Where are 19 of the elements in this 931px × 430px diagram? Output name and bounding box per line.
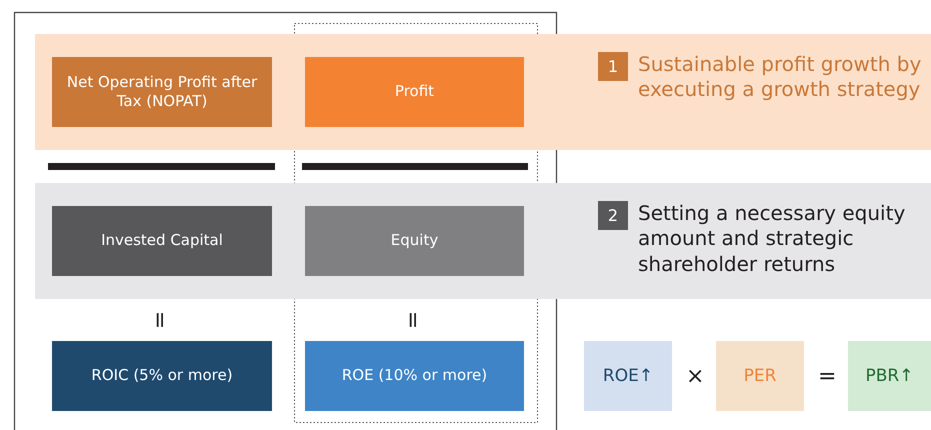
- metric-box: ROE↑: [584, 341, 672, 411]
- operator-symbol: =: [148, 310, 170, 330]
- metric-box: PER: [716, 341, 804, 411]
- section-band: [35, 34, 931, 150]
- metric-box: Invested Capital: [52, 206, 272, 276]
- metric-box: Equity: [305, 206, 524, 276]
- number-badge: 1: [598, 52, 628, 81]
- section-heading: Setting a necessary equity amount and strategic shareholder returns: [638, 201, 906, 278]
- metric-box: PBR↑: [848, 341, 931, 411]
- metric-box: Profit: [305, 57, 524, 127]
- metric-box: Net Operating Profit after Tax (NOPAT): [52, 57, 272, 127]
- metric-box: ROIC (5% or more): [52, 341, 272, 411]
- metric-box: ROE (10% or more): [305, 341, 524, 411]
- operator-symbol: =: [401, 310, 424, 330]
- section-heading: Sustainable profit growth by executing a growth strategy: [638, 52, 922, 103]
- number-badge: 2: [598, 201, 628, 230]
- operator-symbol: ×: [686, 366, 704, 388]
- section-band: [35, 183, 931, 299]
- operator-symbol: =: [818, 366, 836, 388]
